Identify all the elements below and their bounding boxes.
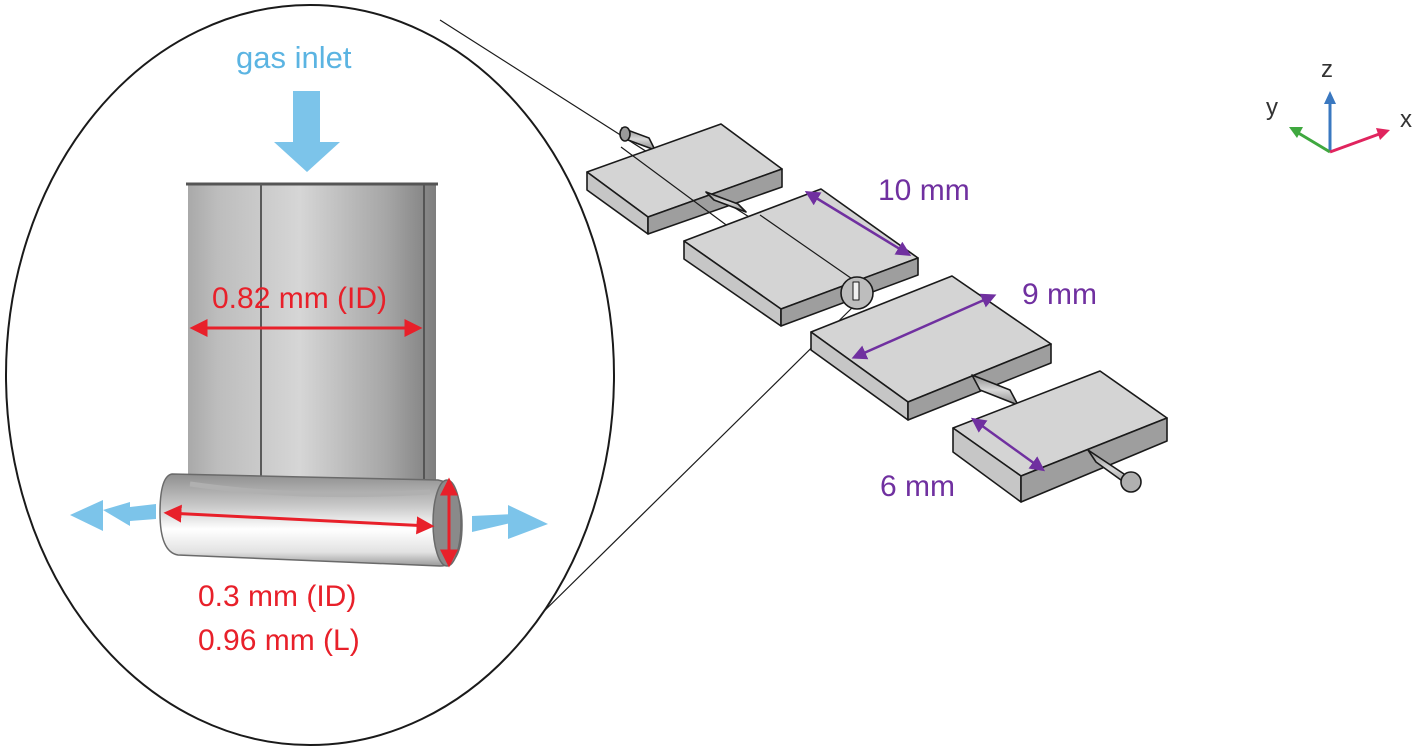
block-4-width-label: 6 mm bbox=[880, 470, 955, 503]
rod-1-2 bbox=[705, 191, 747, 213]
block-1 bbox=[586, 123, 783, 251]
magnifier-circle-icon bbox=[840, 276, 874, 310]
outlet-arrow-right-icon bbox=[472, 505, 548, 539]
block-3-width-label: 9 mm bbox=[1022, 278, 1097, 311]
outlet-rod bbox=[1087, 449, 1142, 493]
x-axis-arrow bbox=[1329, 131, 1383, 154]
axis-triad-icon bbox=[1289, 91, 1390, 154]
block-2-dimension-arrow bbox=[804, 191, 912, 256]
gas-inlet-arrow-icon bbox=[274, 91, 340, 172]
inlet-cylinder bbox=[186, 182, 438, 489]
block-3-dimension-arrow bbox=[851, 293, 997, 360]
gas-inlet-label: gas inlet bbox=[236, 40, 352, 75]
z-axis-label: z bbox=[1321, 56, 1333, 83]
block-4-dimension-arrow bbox=[970, 417, 1046, 472]
y-axis-arrow bbox=[1294, 129, 1331, 154]
inlet-diameter-label: 0.82 mm (ID) bbox=[212, 282, 388, 315]
block-2-width-label: 10 mm bbox=[878, 174, 970, 207]
channel-length-dimension-arrow bbox=[163, 504, 435, 535]
y-axis-label: y bbox=[1266, 94, 1278, 121]
reactor-assembly bbox=[586, 123, 1168, 503]
x-axis-label: x bbox=[1400, 106, 1412, 133]
channel-length-label: 0.96 mm (L) bbox=[198, 624, 360, 657]
channel-diameter-label: 0.3 mm (ID) bbox=[198, 580, 357, 613]
outlet-arrow-left-icon bbox=[70, 500, 156, 531]
zoom-ellipse-view bbox=[5, 4, 615, 746]
inlet-rod bbox=[619, 126, 656, 151]
